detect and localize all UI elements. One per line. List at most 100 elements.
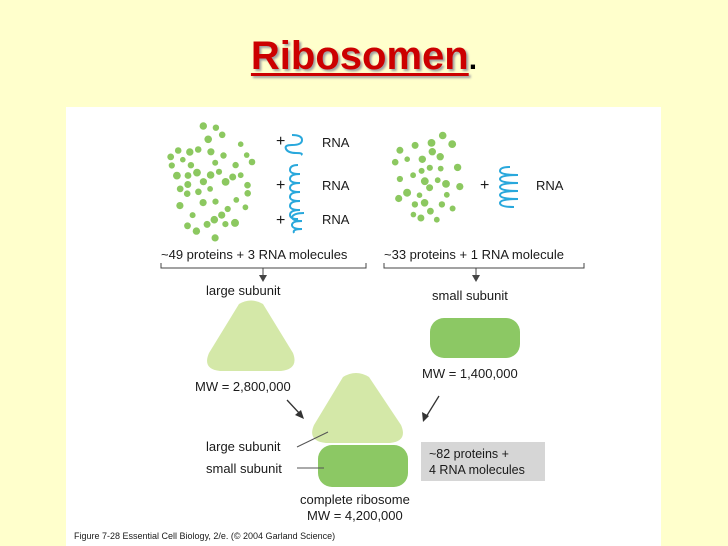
arrow-left-head-icon: [295, 410, 304, 419]
protein-dot: [417, 214, 425, 222]
rna-strand-small-icon: [498, 166, 519, 208]
rna-label-1: RNA: [322, 135, 350, 150]
protein-dot: [206, 171, 215, 179]
protein-dot: [176, 202, 184, 210]
protein-dot: [448, 140, 457, 148]
assembled-large-subunit: [312, 373, 403, 443]
complete-ribosome-label: complete ribosome: [300, 492, 410, 507]
arrow-right-icon: [425, 395, 440, 418]
small-complex-caption: ~33 proteins + 1 RNA molecule: [384, 247, 564, 262]
protein-dot: [396, 146, 404, 154]
protein-dot: [224, 205, 231, 213]
protein-dot: [199, 122, 207, 130]
protein-dot: [426, 164, 433, 171]
protein-dot: [203, 220, 211, 228]
rna-strand-2-icon: [288, 164, 301, 220]
protein-dot: [210, 215, 219, 224]
large-subunit-mw: MW = 2,800,000: [195, 379, 291, 394]
protein-dot: [184, 181, 192, 188]
small-bracket: [383, 263, 585, 276]
slide-title-period: .: [468, 43, 478, 76]
large-subunit-label: large subunit: [206, 283, 281, 298]
protein-dot: [434, 177, 441, 184]
protein-dot: [174, 147, 182, 154]
protein-dot: [443, 191, 450, 198]
large-subunit-shape: [207, 300, 295, 371]
protein-dot: [411, 141, 419, 149]
protein-dot: [416, 192, 423, 198]
protein-dot: [404, 156, 411, 162]
protein-dot: [453, 163, 462, 172]
small-subunit-mw: MW = 1,400,000: [422, 366, 518, 381]
figure-credit: Figure 7-28 Essential Cell Biology, 2/e.…: [74, 531, 335, 541]
plus-sign-1: +: [276, 133, 285, 150]
large-protein-cluster: [167, 122, 256, 242]
slide-title-text: Ribosomen: [250, 34, 469, 78]
protein-dot: [232, 161, 239, 169]
protein-dot: [212, 198, 219, 205]
protein-dot: [248, 158, 256, 166]
rna-label-2: RNA: [322, 178, 350, 193]
protein-dot: [186, 148, 194, 156]
complete-ribosome-mw: MW = 4,200,000: [307, 508, 403, 523]
rna-strand-3-icon: [290, 212, 305, 234]
assembled-large-label: large subunit: [206, 439, 281, 454]
protein-dot: [391, 158, 399, 166]
arrow-right-head-icon: [422, 412, 429, 422]
protein-dot: [410, 172, 416, 179]
protein-dot: [211, 234, 219, 242]
protein-dot: [436, 153, 444, 161]
protein-dot: [212, 159, 219, 166]
assembled-small-label: small subunit: [206, 461, 282, 476]
protein-dot: [438, 131, 447, 140]
large-arrow-icon: [259, 275, 267, 282]
protein-dot: [237, 172, 244, 179]
protein-dot: [168, 162, 175, 169]
protein-dot: [437, 165, 444, 172]
protein-dot: [218, 211, 226, 219]
protein-dot: [449, 205, 456, 212]
protein-dot: [187, 162, 195, 169]
small-arrow-icon: [472, 275, 480, 282]
ribosome-figure: + + + RNA RNA RNA + RNA ~49 proteins + 3…: [66, 107, 661, 546]
protein-dot: [395, 194, 403, 203]
protein-dot: [428, 148, 436, 156]
protein-dot: [244, 190, 251, 197]
protein-dot: [189, 212, 196, 219]
protein-dot: [231, 218, 239, 227]
large-complex-caption: ~49 proteins + 3 RNA molecules: [161, 247, 348, 262]
protein-dot: [183, 190, 191, 197]
protein-dot: [433, 216, 440, 223]
protein-dot: [222, 221, 229, 228]
protein-dot: [418, 167, 425, 174]
rna-label-small: RNA: [536, 178, 564, 193]
arrow-left-icon: [286, 399, 301, 415]
protein-dot: [207, 186, 214, 192]
assembled-small-subunit: [318, 445, 408, 487]
protein-dot: [403, 188, 412, 197]
protein-dot: [207, 148, 215, 156]
plus-sign-3: +: [276, 212, 285, 229]
protein-dot: [244, 181, 251, 189]
ribosome-diagram: + + + RNA RNA RNA + RNA ~49 proteins + 3…: [74, 122, 585, 541]
protein-dot: [176, 185, 184, 193]
pointer-line-large: [296, 431, 329, 448]
protein-dot: [233, 197, 240, 203]
protein-dot: [221, 178, 230, 186]
protein-dot: [456, 183, 464, 191]
protein-dot: [426, 184, 434, 192]
protein-dot: [199, 178, 207, 186]
small-subunit-label: small subunit: [432, 288, 508, 303]
composition-box: [421, 442, 545, 481]
small-subunit-shape: [430, 318, 520, 358]
protein-dot: [180, 156, 186, 163]
protein-dot: [215, 168, 223, 175]
protein-dot: [410, 211, 417, 218]
small-protein-cluster: [391, 131, 464, 223]
protein-dot: [212, 124, 220, 131]
slide-title: Ribosomen.: [0, 34, 728, 79]
protein-dot: [199, 199, 207, 207]
protein-dot: [192, 227, 201, 235]
protein-dot: [167, 153, 175, 161]
large-bracket: [160, 263, 367, 276]
